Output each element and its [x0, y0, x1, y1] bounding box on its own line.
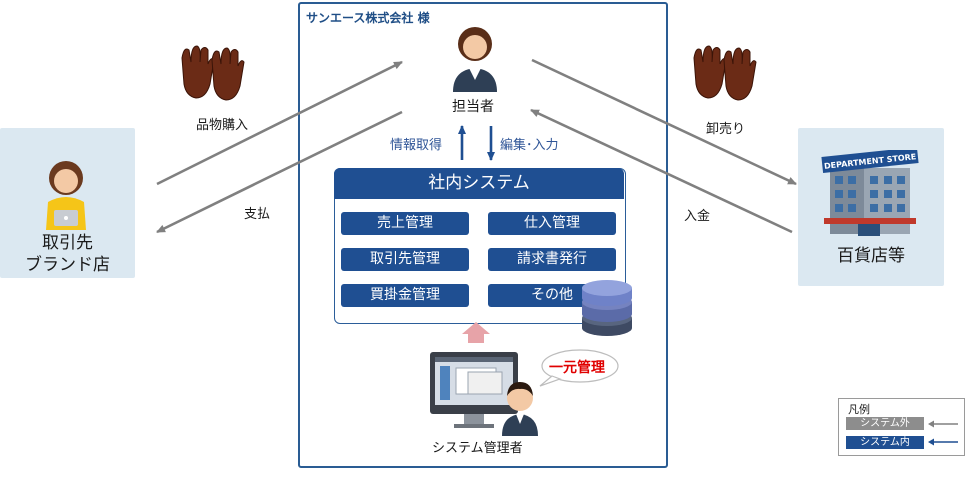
module-accounts-payable: 買掛金管理 [341, 284, 469, 307]
flow-purchase-label: 品物購入 [196, 118, 249, 133]
flow-payment-label: 支払 [244, 207, 271, 222]
flow-deposit-label: 入金 [684, 209, 711, 224]
module-invoice-issuance: 請求書発行 [488, 248, 616, 271]
flow-wholesale-label: 卸売り [706, 122, 746, 137]
legend-outside-tag: システム外 [846, 417, 924, 430]
central-management-label: 一元管理 [549, 360, 605, 376]
info-get-label: 情報取得 [390, 138, 443, 153]
partner-brand-line1: 取引先 [42, 233, 93, 253]
speech-bubble-icon [539, 349, 619, 387]
gloves-icon [181, 45, 245, 101]
monitor-icon [430, 352, 538, 436]
arrow-deposit [530, 108, 793, 234]
staff-label: 担当者 [452, 99, 494, 115]
database-icon [582, 280, 632, 336]
internal-system-title: 社内システム [334, 168, 624, 199]
partner-department-store-label: 百貨店等 [837, 246, 905, 266]
company-name: サンエース株式会社 様 [306, 11, 430, 25]
admin-label: システム管理者 [432, 441, 523, 456]
arrow-purchase [156, 60, 403, 186]
legend-inside-tag: システム内 [846, 436, 924, 449]
legend-arrows [928, 420, 958, 446]
brand-person-icon [46, 161, 86, 230]
arrow-admin-to-system [462, 322, 490, 343]
legend-title: 凡例 [848, 403, 870, 416]
gloves-icon [693, 45, 757, 101]
edit-input-label: 編集･入力 [500, 138, 559, 153]
module-purchase-management: 仕入管理 [488, 212, 616, 235]
module-sales-management: 売上管理 [341, 212, 469, 235]
module-supplier-management: 取引先管理 [341, 248, 469, 271]
arrow-payment [156, 110, 403, 234]
staff-person-icon [453, 27, 497, 92]
partner-brand-line2: ブランド店 [25, 255, 110, 275]
department-store-icon: DEPARTMENT STORE [821, 150, 919, 236]
arrow-wholesale [531, 58, 797, 186]
